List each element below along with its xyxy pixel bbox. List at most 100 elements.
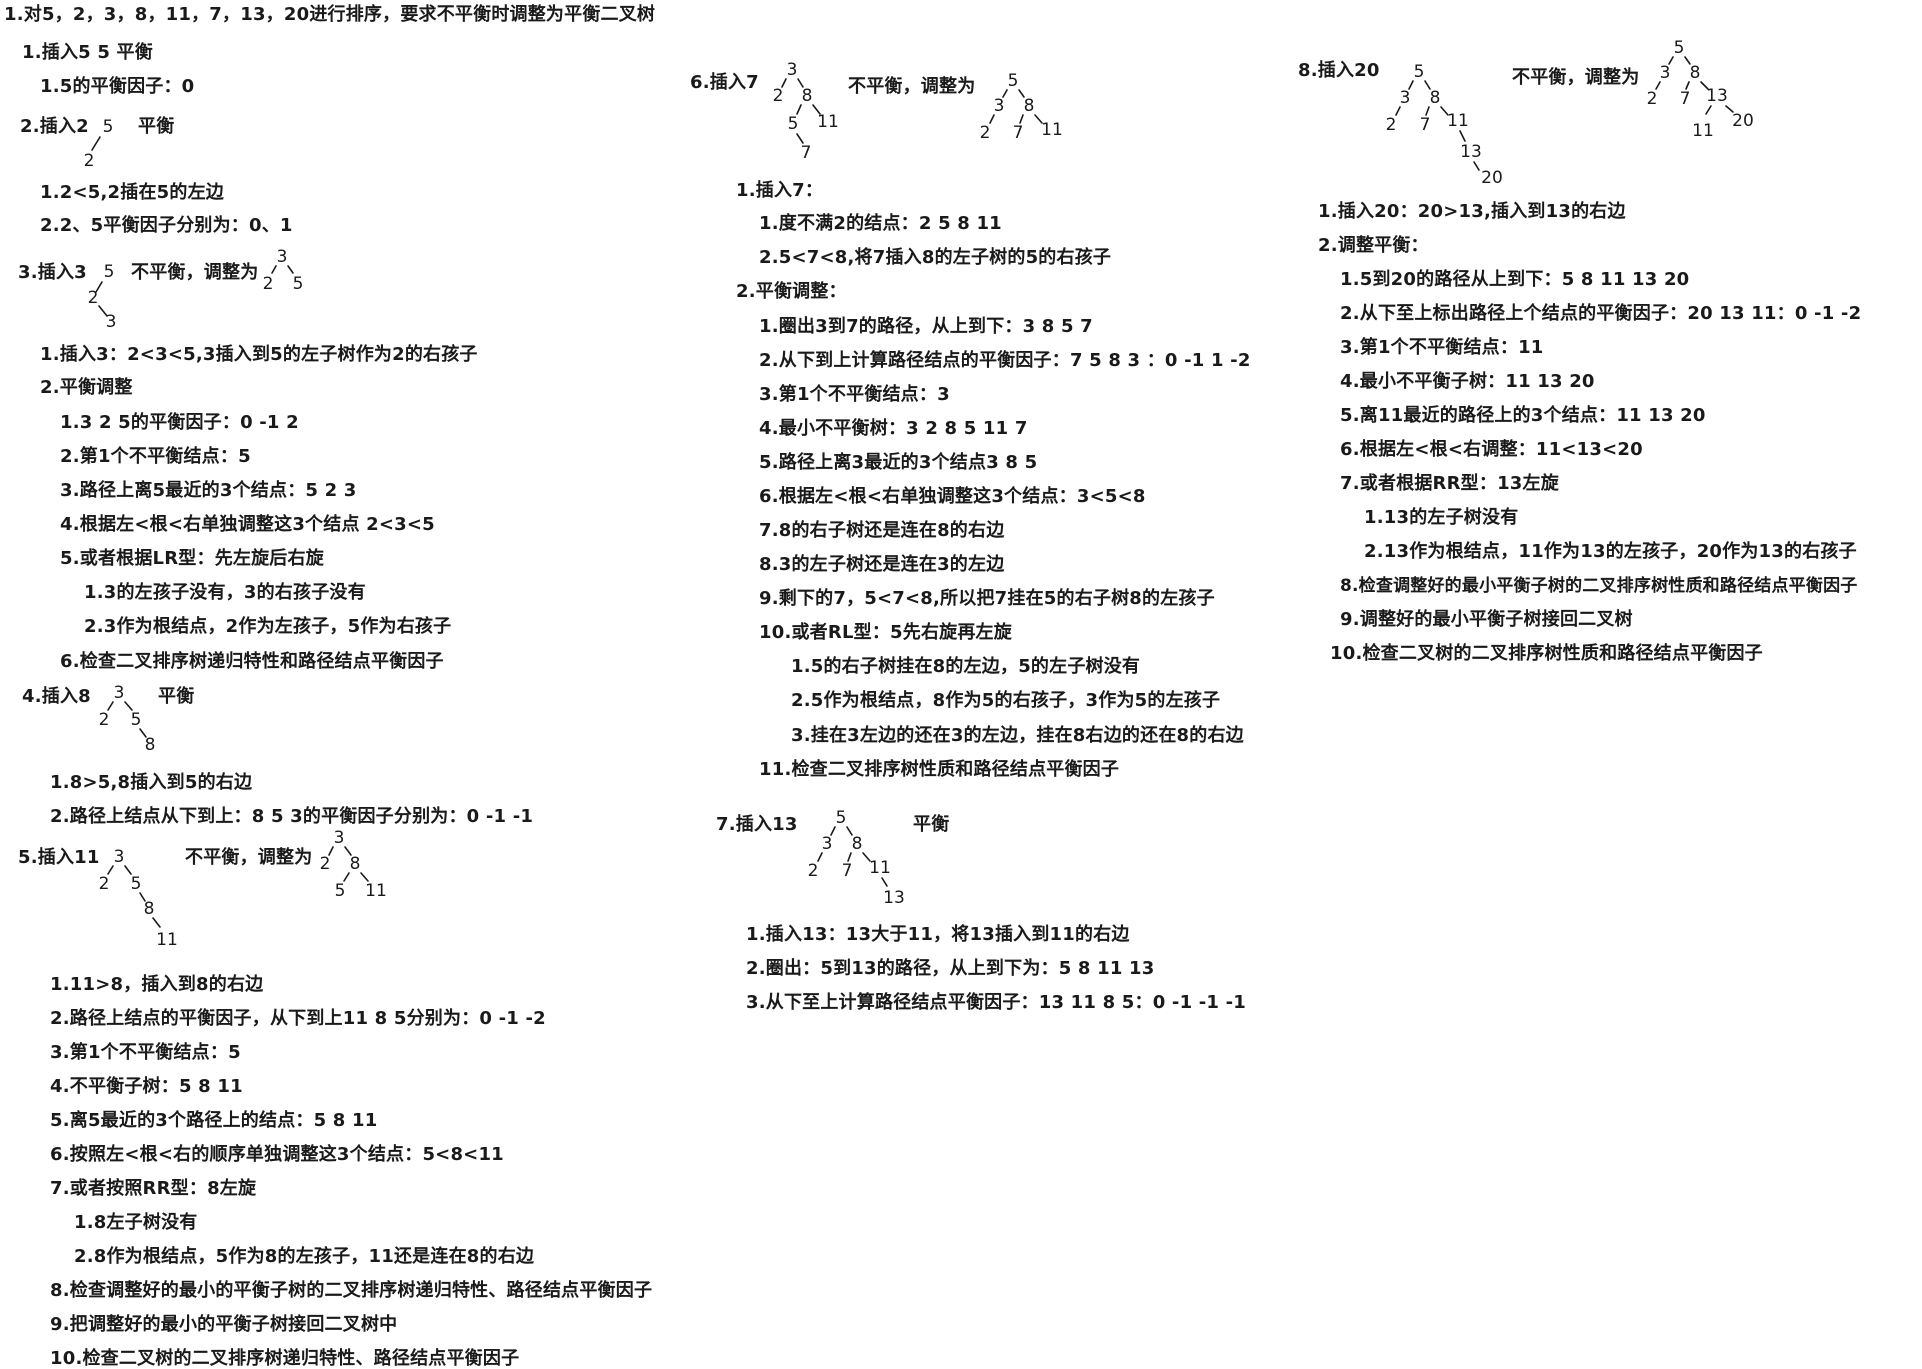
tree-edge <box>846 826 853 836</box>
section-heading: 6.插入7 <box>690 72 759 93</box>
step-line: 1.插入20：20>13,插入到13的右边 <box>1318 201 1626 222</box>
step-line: 1.3的左孩子没有，3的右孩子没有 <box>84 582 366 603</box>
step-line: 1.圈出3到7的路径，从上到下：3 8 5 7 <box>759 316 1093 337</box>
tree-node: 3 <box>106 312 117 332</box>
tree-node: 5 <box>103 117 114 137</box>
tree-edge <box>1655 81 1661 90</box>
tree-edge <box>107 701 114 711</box>
tree-node: 3 <box>1660 63 1671 83</box>
step-line: 4.最小不平衡树：3 2 8 5 11 7 <box>759 418 1028 439</box>
tree-node: 8 <box>1690 63 1701 83</box>
tree-node: 11 <box>869 858 891 878</box>
tree-node: 5 <box>293 274 304 294</box>
tree-node: 5 <box>1008 71 1019 91</box>
tree-edge <box>328 846 334 856</box>
step-line: 10.或者RL型：5先右旋再左旋 <box>759 622 1012 643</box>
step-line: 1.插入13：13大于11，将13插入到11的右边 <box>746 924 1130 945</box>
tree-edge <box>1408 80 1414 90</box>
step-line: 1.5的平衡因子：0 <box>40 76 195 97</box>
tree-node: 11 <box>156 930 178 950</box>
tree-node: 2 <box>263 274 274 294</box>
tree-edge <box>796 104 802 115</box>
status-label: 不平衡，调整为 <box>848 76 976 97</box>
tree-node: 2 <box>88 288 99 308</box>
tree-insert-3-after: 3 2 5 <box>263 247 304 294</box>
step-line: 4.最小不平衡子树：11 13 20 <box>1340 371 1595 392</box>
tree-insert-11-before: 3 2 5 8 11 <box>99 847 178 950</box>
tree-insert-3-before: 5 2 3 <box>88 262 117 332</box>
tree-edge <box>1700 81 1709 90</box>
step-line: 2.从下至上标出路径上个结点的平衡因子：20 13 11：0 -1 -2 <box>1340 303 1862 324</box>
tree-node: 3 <box>994 96 1005 116</box>
tree-edge <box>139 892 146 902</box>
section-heading: 2.插入2 <box>20 116 89 137</box>
step-line: 1.3 2 5的平衡因子：0 -1 2 <box>60 412 299 433</box>
status-label: 平衡 <box>138 116 175 137</box>
section-heading: 3.插入3 <box>18 262 87 283</box>
tree-edge <box>287 265 294 274</box>
step-line: 2.从下到上计算路径结点的平衡因子：7 5 8 3 ：0 -1 1 -2 <box>759 350 1251 371</box>
tree-edge <box>1725 105 1734 113</box>
tree-edge <box>1034 114 1043 124</box>
step-line: 6.根据左<根<右调整：11<13<20 <box>1340 439 1643 460</box>
step-line: 2.5<7<8,将7插入8的左子树的5的右孩子 <box>759 247 1112 268</box>
tree-edge <box>343 872 350 882</box>
tree-edge <box>107 865 114 875</box>
tree-node: 3 <box>787 60 798 80</box>
tree-node: 20 <box>1481 168 1503 188</box>
tree-node: 7 <box>801 143 812 163</box>
tree-edge <box>817 852 823 862</box>
step-line: 9.剩下的7，5<7<8,所以把7挂在5的右子树8的左孩子 <box>759 588 1215 609</box>
tree-edge <box>98 305 108 317</box>
step-line: 9.调整好的最小平衡子树接回二叉树 <box>1340 609 1633 630</box>
tree-edge <box>1424 80 1431 90</box>
tree-insert-20-before: 5 3 8 2 7 11 13 20 <box>1386 62 1503 188</box>
tree-edge <box>812 104 821 115</box>
step-line: 4.不平衡子树：5 8 11 <box>50 1076 243 1097</box>
tree-node: 3 <box>114 683 125 703</box>
tree-node: 5 <box>836 808 847 828</box>
step-line: 11.检查二叉排序树性质和路径结点平衡因子 <box>759 759 1120 780</box>
tree-node: 11 <box>817 112 839 132</box>
tree-insert-13: 5 3 8 2 7 11 13 <box>808 808 905 908</box>
step-line: 2.3作为根结点，2作为左孩子，5作为右孩子 <box>84 616 452 637</box>
tree-insert-7-before: 3 2 8 5 11 7 <box>773 60 839 163</box>
step-line: 2.5作为根结点，8作为5的右孩子，3作为5的左孩子 <box>791 690 1221 711</box>
tree-node: 3 <box>822 834 833 854</box>
tree-node: 3 <box>114 847 125 867</box>
tree-node: 2 <box>1647 89 1658 109</box>
tree-edge <box>1473 161 1480 171</box>
tree-insert-20-after: 5 3 8 2 7 13 11 20 <box>1647 38 1754 141</box>
step-line: 5.离11最近的路径上的3个结点：11 13 20 <box>1340 405 1706 426</box>
tree-edge <box>830 826 836 836</box>
section-heading: 7.插入13 <box>716 814 798 835</box>
status-label: 不平衡，调整为 <box>1512 67 1640 88</box>
step-line: 1.插入3：2<3<5,3插入到5的左子树作为2的右孩子 <box>40 344 478 365</box>
page-title: 1.对5，2，3，8，11，7，13，20进行排序，要求不平衡时调整为平衡二叉树 <box>4 4 656 25</box>
step-line: 1.插入7： <box>736 180 824 201</box>
step-line: 3.第1个不平衡结点：11 <box>1340 337 1544 358</box>
step-line: 2.平衡调整 <box>40 377 133 398</box>
tree-node: 11 <box>365 881 387 901</box>
tree-edge <box>124 701 133 711</box>
tree-node: 8 <box>145 735 156 755</box>
tree-node: 3 <box>334 828 345 848</box>
tree-edge <box>1019 114 1024 124</box>
step-line: 2.13作为根结点，11作为13的左孩子，20作为13的右孩子 <box>1364 541 1857 562</box>
status-label: 平衡 <box>913 814 950 835</box>
status-label: 平衡 <box>158 686 195 707</box>
tree-node: 2 <box>99 874 110 894</box>
step-line: 2.路径上结点从下到上：8 5 3的平衡因子分别为：0 -1 -1 <box>50 806 534 827</box>
step-line: 2.平衡调整： <box>736 281 847 302</box>
step-line: 7.或者根据RR型：13左旋 <box>1340 473 1559 494</box>
tree-node: 3 <box>1400 88 1411 108</box>
tree-node: 2 <box>84 151 95 171</box>
section-heading: 4.插入8 <box>22 686 91 707</box>
tree-node: 13 <box>883 888 905 908</box>
tree-node: 3 <box>277 247 288 267</box>
step-line: 2.2、5平衡因子分别为：0、1 <box>40 215 293 236</box>
tree-edge <box>152 917 161 928</box>
step-line: 1.8左子树没有 <box>74 1212 198 1233</box>
tree-node: 5 <box>131 710 142 730</box>
tree-edge <box>1668 56 1674 65</box>
